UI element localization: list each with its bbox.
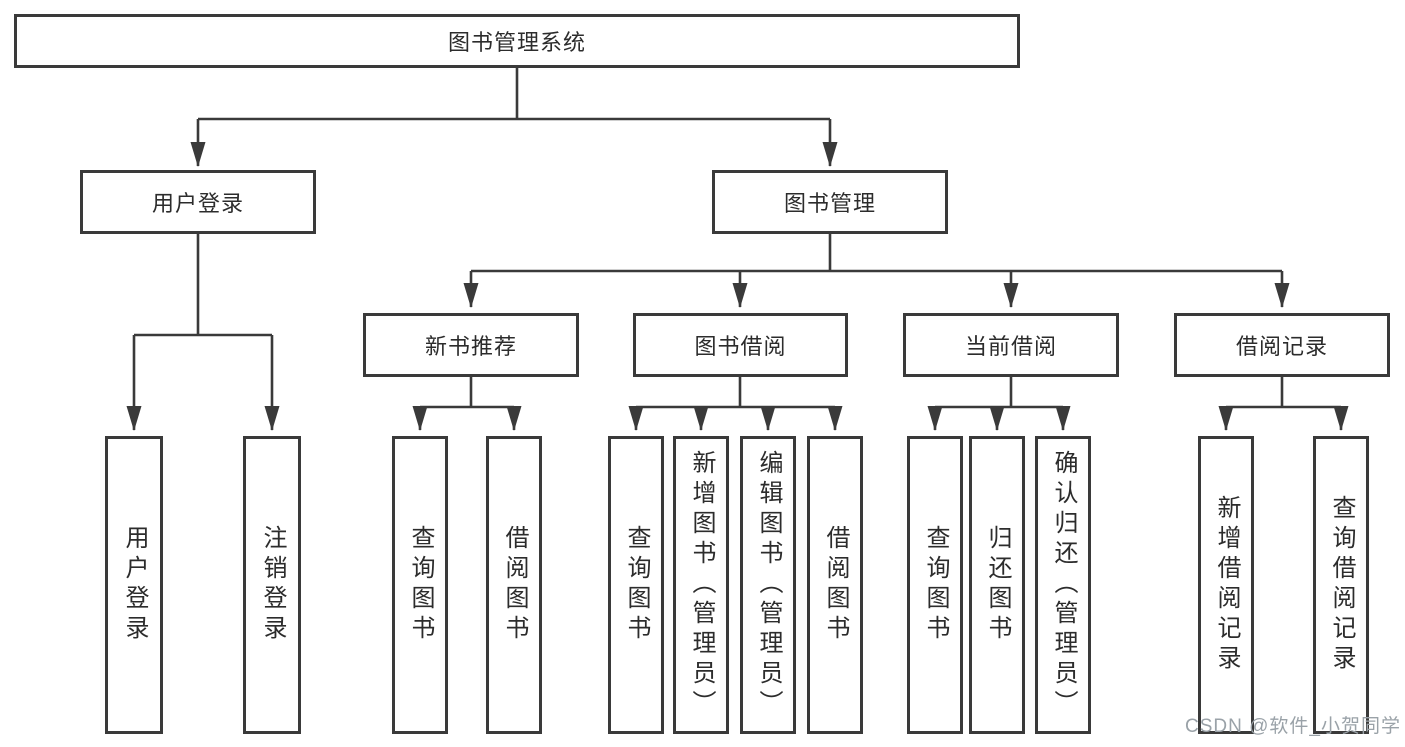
node-label: 图书管理系统 xyxy=(447,30,586,55)
node-label: 借阅图书 xyxy=(501,525,528,645)
node-label: 用户登录 xyxy=(121,525,148,645)
connector-borrow-record-split xyxy=(1226,377,1341,409)
node-label: 归还图书 xyxy=(984,525,1011,645)
node-label: 确认归还（管理员） xyxy=(1050,450,1077,720)
node-label: 新书推荐 xyxy=(424,334,517,359)
node-label: 图书借阅 xyxy=(694,334,787,359)
node-label: 新增借阅记录 xyxy=(1213,495,1240,675)
node-label: 新增图书（管理员） xyxy=(688,450,715,720)
leaf-query-books-borrow: 查询图书 xyxy=(608,436,664,734)
leaf-add-borrow-record: 新增借阅记录 xyxy=(1198,436,1254,734)
leaf-logout: 注销登录 xyxy=(243,436,301,734)
node-current-borrow: 当前借阅 xyxy=(903,313,1119,377)
node-label: 查询图书 xyxy=(922,525,949,645)
node-label: 用户登录 xyxy=(151,191,244,216)
node-book-borrow: 图书借阅 xyxy=(633,313,848,377)
node-label: 查询借阅记录 xyxy=(1328,495,1355,675)
node-label: 查询图书 xyxy=(407,525,434,645)
node-label: 注销登录 xyxy=(259,525,286,645)
node-label: 查询图书 xyxy=(623,525,650,645)
leaf-borrow-books: 借阅图书 xyxy=(807,436,863,734)
leaf-add-book-admin: 新增图书（管理员） xyxy=(673,436,729,734)
connector-book-borrow-split xyxy=(636,377,835,409)
node-user-login: 用户登录 xyxy=(80,170,316,234)
leaf-query-books-recommend: 查询图书 xyxy=(392,436,448,734)
node-new-book-recommend: 新书推荐 xyxy=(363,313,579,377)
leaf-query-books-current: 查询图书 xyxy=(907,436,963,734)
connector-new-book-split xyxy=(420,377,514,409)
node-label: 借阅记录 xyxy=(1235,334,1328,359)
node-borrow-record: 借阅记录 xyxy=(1174,313,1390,377)
leaf-query-borrow-record: 查询借阅记录 xyxy=(1313,436,1369,734)
node-label: 图书管理 xyxy=(783,191,876,216)
connector-current-borrow-split xyxy=(935,377,1063,409)
connector-user-login-split xyxy=(134,234,272,337)
leaf-confirm-return-admin: 确认归还（管理员） xyxy=(1035,436,1091,734)
leaf-return-book: 归还图书 xyxy=(969,436,1025,734)
leaf-edit-book-admin: 编辑图书（管理员） xyxy=(740,436,796,734)
node-label: 编辑图书（管理员） xyxy=(755,450,782,720)
node-label: 借阅图书 xyxy=(822,525,849,645)
connector-book-management-split xyxy=(471,234,1282,273)
node-book-management: 图书管理 xyxy=(712,170,948,234)
leaf-user-login: 用户登录 xyxy=(105,436,163,734)
connector-root-split xyxy=(198,68,830,121)
leaf-borrow-books-recommend: 借阅图书 xyxy=(486,436,542,734)
node-library-management-system: 图书管理系统 xyxy=(14,14,1020,68)
csdn-watermark: CSDN @软件_小贺同学 xyxy=(1185,716,1401,737)
node-label: 当前借阅 xyxy=(964,334,1057,359)
